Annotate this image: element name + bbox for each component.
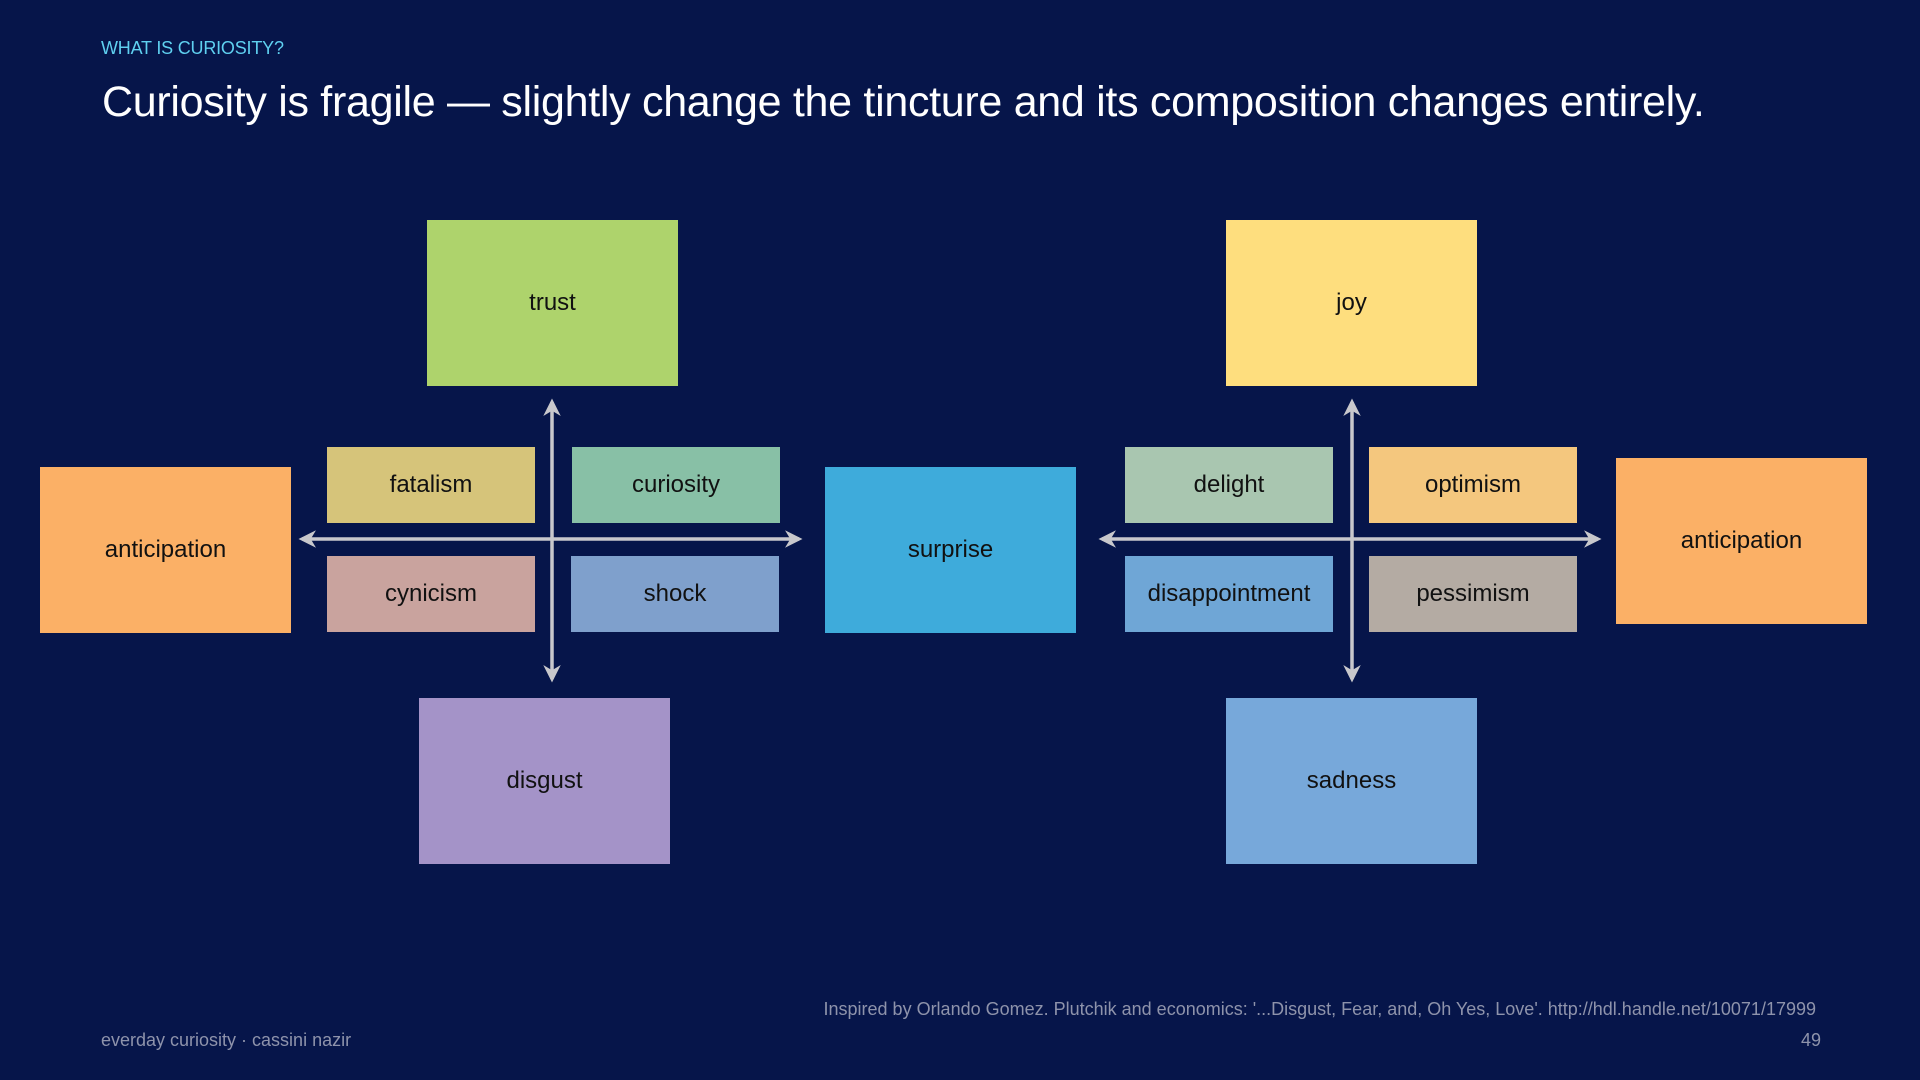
emotion-label: joy [1336, 289, 1367, 316]
emotion-label: anticipation [104, 536, 227, 563]
emotion-box-disgust: disgust [419, 698, 670, 864]
emotion-box-disappointment: disappointment [1125, 556, 1333, 632]
source-citation: Inspired by Orlando Gomez. Plutchik and … [823, 999, 1816, 1019]
emotion-label: anticipation [1680, 527, 1803, 554]
footer-brand: everday curiosity · cassini nazir [101, 1030, 352, 1050]
emotion-box-fatalism: fatalism [327, 447, 535, 523]
emotion-box-delight: delight [1125, 447, 1333, 523]
emotion-box-anticipation-left: anticipation [40, 467, 291, 633]
slide-title: Curiosity is fragile — slightly change t… [102, 78, 1705, 126]
emotion-label: trust [529, 289, 576, 316]
emotion-box-optimism: optimism [1369, 447, 1577, 523]
emotion-label: delight [1193, 471, 1265, 498]
emotion-label: cynicism [384, 580, 477, 607]
page-number: 49 [1800, 1030, 1821, 1050]
emotion-label: surprise [907, 536, 994, 563]
emotion-label: pessimism [1416, 580, 1530, 607]
emotion-box-anticipation-right: anticipation [1616, 458, 1867, 624]
emotion-box-joy: joy [1226, 220, 1477, 386]
emotion-box-shock: shock [571, 556, 779, 632]
emotion-label: optimism [1424, 471, 1521, 498]
emotion-label: fatalism [389, 471, 473, 498]
emotion-box-trust: trust [427, 220, 678, 386]
emotion-label: sadness [1306, 767, 1397, 794]
emotion-box-sadness: sadness [1226, 698, 1477, 864]
emotion-box-cynicism: cynicism [327, 556, 535, 632]
section-eyebrow: WHAT IS CURIOSITY? [101, 38, 284, 58]
emotion-box-pessimism: pessimism [1369, 556, 1577, 632]
emotion-label: disgust [506, 767, 583, 794]
emotion-label: disappointment [1147, 580, 1311, 607]
emotion-label: shock [643, 580, 707, 607]
emotion-box-curiosity: curiosity [572, 447, 780, 523]
emotion-box-surprise: surprise [825, 467, 1076, 633]
emotion-label: curiosity [631, 471, 721, 498]
